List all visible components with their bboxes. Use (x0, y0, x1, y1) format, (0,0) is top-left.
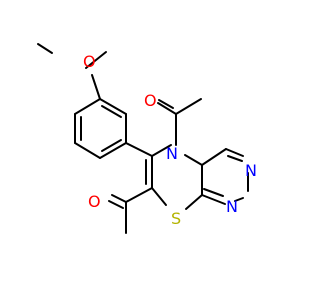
n-acetyl-group: O (144, 91, 202, 146)
background (0, 0, 300, 300)
aryl-link-bond (125, 142, 153, 157)
atom-n-triazole-upper-right: N (245, 161, 257, 180)
triazole-ring: N N (201, 148, 257, 216)
atom-o-methoxy: O (83, 52, 96, 71)
molecule-structure: O N S N N (0, 0, 300, 300)
thiadiazine-ring: N S (145, 144, 203, 228)
atom-s-ring: S (171, 209, 181, 228)
atom-n-triazole-lower-right: N (226, 197, 238, 216)
atom-o-acetyl-n: O (144, 91, 157, 110)
c-acetyl-group: O (88, 187, 153, 234)
atom-n-ring: N (166, 144, 178, 163)
atom-o-acetyl-c: O (88, 192, 101, 211)
methoxy-group: O (37, 43, 107, 100)
benzene-ring (74, 98, 127, 159)
